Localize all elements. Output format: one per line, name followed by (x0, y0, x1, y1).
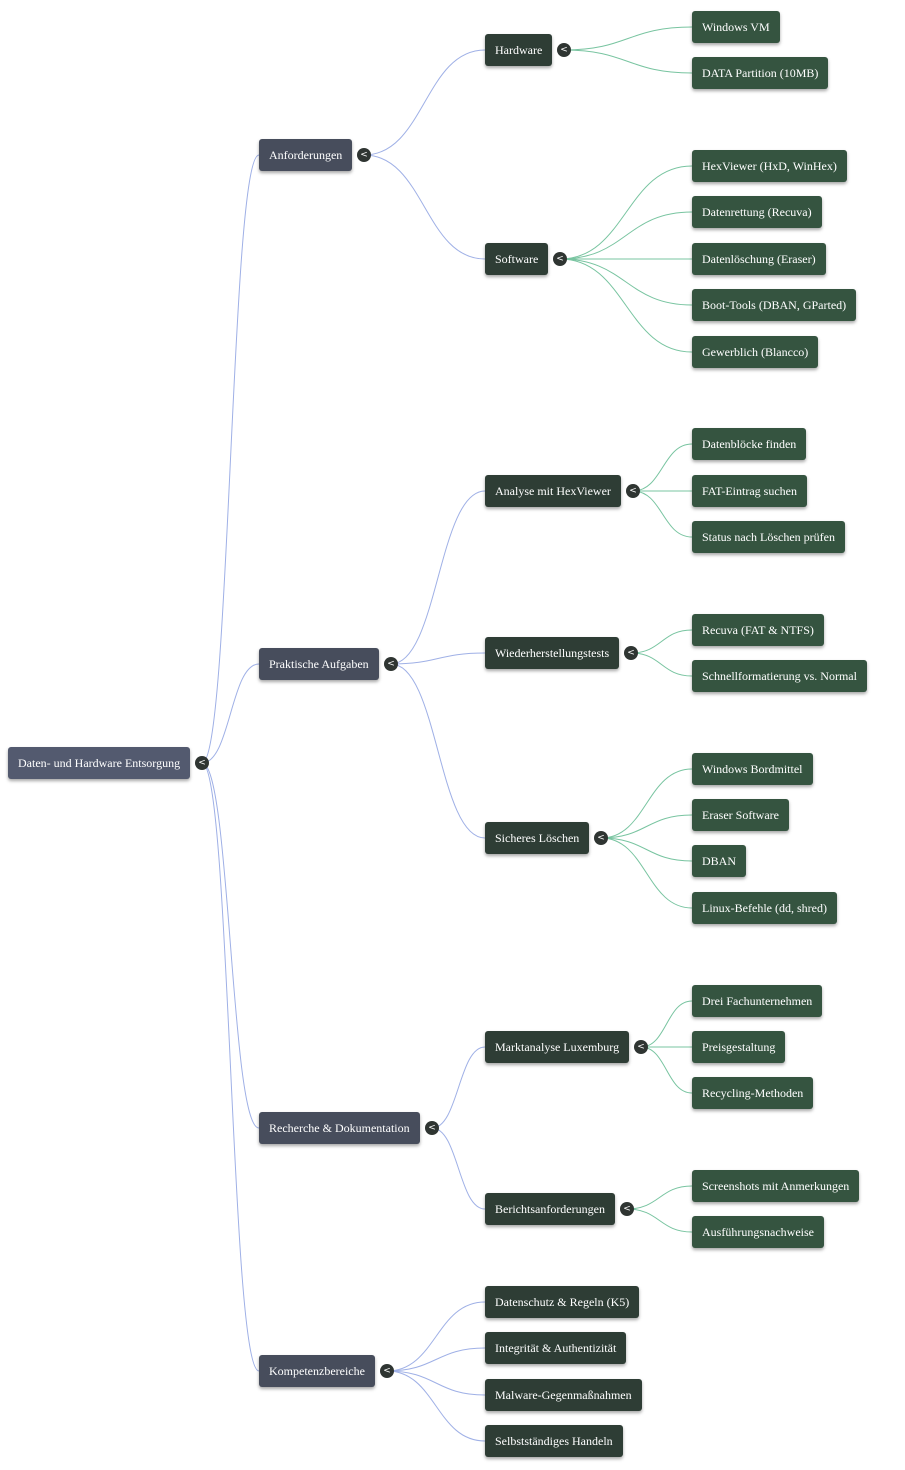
branch-node[interactable]: Kompetenzbereiche (259, 1355, 375, 1387)
link-subtopic-to-leaf (600, 837, 693, 862)
link-branch-to-subtopic (390, 663, 486, 839)
link-branch-to-subtopic (390, 652, 486, 665)
branch-node[interactable]: Praktische Aufgaben (259, 648, 379, 680)
branch-collapse-toggle[interactable]: < (357, 148, 371, 162)
subtopic-node[interactable]: Wiederherstellungstests (485, 637, 620, 669)
link-root-to-branch (201, 663, 260, 764)
leaf-node[interactable]: Boot-Tools (DBAN, GParted) (692, 289, 857, 321)
link-branch-to-subtopic (363, 49, 486, 156)
leaf-node[interactable]: Status nach Löschen prüfen (692, 521, 845, 553)
link-subtopic-to-leaf (640, 1000, 693, 1048)
root-collapse-toggle[interactable]: < (195, 756, 209, 770)
leaf-node[interactable]: Datenblöcke finden (692, 428, 807, 460)
subtopic-collapse-toggle[interactable]: < (620, 1202, 634, 1216)
subtopic-collapse-toggle[interactable]: < (624, 646, 638, 660)
subtopic-node[interactable]: Sicheres Löschen (485, 822, 590, 854)
leaf-node[interactable]: Linux-Befehle (dd, shred) (692, 892, 837, 924)
leaf-node[interactable]: Schnellformatierung vs. Normal (692, 660, 867, 692)
leaf-node[interactable]: Screenshots mit Anmerkungen (692, 1170, 860, 1202)
leaf-node[interactable]: Datenrettung (Recuva) (692, 196, 822, 228)
subtopic-node[interactable]: Berichtsanforderungen (485, 1193, 615, 1225)
link-branch-to-subtopic (386, 1347, 486, 1372)
branch-collapse-toggle[interactable]: < (380, 1364, 394, 1378)
link-subtopic-to-leaf (626, 1208, 693, 1233)
link-subtopic-to-leaf (563, 49, 693, 74)
subtopic-node[interactable]: Software (485, 243, 549, 275)
leaf-node[interactable]: Windows VM (692, 11, 780, 43)
leaf-node[interactable]: DBAN (692, 845, 747, 877)
leaf-node[interactable]: Preisgestaltung (692, 1031, 786, 1063)
root-node[interactable]: Daten- und Hardware Entsorgung (8, 747, 191, 779)
branch-node[interactable]: Recherche & Dokumentation (259, 1112, 420, 1144)
link-subtopic-to-leaf (559, 165, 693, 260)
subtopic-collapse-toggle[interactable]: < (557, 43, 571, 57)
leaf-node[interactable]: Ausführungsnachweise (692, 1216, 824, 1248)
branch-collapse-toggle[interactable]: < (425, 1121, 439, 1135)
branch-node[interactable]: Anforderungen (259, 139, 353, 171)
subtopic-node[interactable]: Analyse mit HexViewer (485, 475, 621, 507)
competence-node[interactable]: Datenschutz & Regeln (K5) (485, 1286, 640, 1318)
leaf-node[interactable]: Drei Fachunternehmen (692, 985, 823, 1017)
link-root-to-branch (201, 762, 260, 1372)
branch-collapse-toggle[interactable]: < (384, 657, 398, 671)
competence-node[interactable]: Malware-Gegenmaßnahmen (485, 1379, 642, 1411)
leaf-node[interactable]: Recycling-Methoden (692, 1077, 814, 1109)
link-subtopic-to-leaf (632, 443, 693, 492)
subtopic-collapse-toggle[interactable]: < (626, 484, 640, 498)
competence-node[interactable]: Integrität & Authentizität (485, 1332, 627, 1364)
leaf-node[interactable]: Datenlöschung (Eraser) (692, 243, 826, 275)
link-branch-to-subtopic (363, 154, 486, 260)
link-subtopic-to-leaf (630, 629, 693, 654)
link-root-to-branch (201, 762, 260, 1129)
link-branch-to-subtopic (386, 1301, 486, 1372)
link-subtopic-to-leaf (559, 258, 693, 306)
link-branch-to-subtopic (386, 1370, 486, 1442)
link-subtopic-to-leaf (559, 211, 693, 260)
link-subtopic-to-leaf (600, 837, 693, 909)
subtopic-node[interactable]: Marktanalyse Luxemburg (485, 1031, 630, 1063)
leaf-node[interactable]: DATA Partition (10MB) (692, 57, 829, 89)
link-root-to-branch (201, 154, 260, 764)
link-subtopic-to-leaf (626, 1185, 693, 1210)
link-branch-to-subtopic (431, 1046, 486, 1129)
leaf-node[interactable]: Eraser Software (692, 799, 789, 831)
competence-node[interactable]: Selbstständiges Handeln (485, 1425, 623, 1457)
link-subtopic-to-leaf (600, 768, 693, 839)
leaf-node[interactable]: Recuva (FAT & NTFS) (692, 614, 824, 646)
leaf-node[interactable]: Windows Bordmittel (692, 753, 813, 785)
leaf-node[interactable]: Gewerblich (Blancco) (692, 336, 819, 368)
link-branch-to-subtopic (431, 1127, 486, 1210)
link-subtopic-to-leaf (563, 26, 693, 51)
subtopic-collapse-toggle[interactable]: < (594, 831, 608, 845)
subtopic-node[interactable]: Hardware (485, 34, 553, 66)
link-subtopic-to-leaf (630, 652, 693, 677)
link-branch-to-subtopic (390, 490, 486, 665)
link-subtopic-to-leaf (600, 814, 693, 839)
link-subtopic-to-leaf (559, 258, 693, 353)
subtopic-collapse-toggle[interactable]: < (634, 1040, 648, 1054)
leaf-node[interactable]: HexViewer (HxD, WinHex) (692, 150, 847, 182)
leaf-node[interactable]: FAT-Eintrag suchen (692, 475, 807, 507)
link-subtopic-to-leaf (640, 1046, 693, 1094)
link-subtopic-to-leaf (632, 490, 693, 538)
link-branch-to-subtopic (386, 1370, 486, 1396)
subtopic-collapse-toggle[interactable]: < (553, 252, 567, 266)
